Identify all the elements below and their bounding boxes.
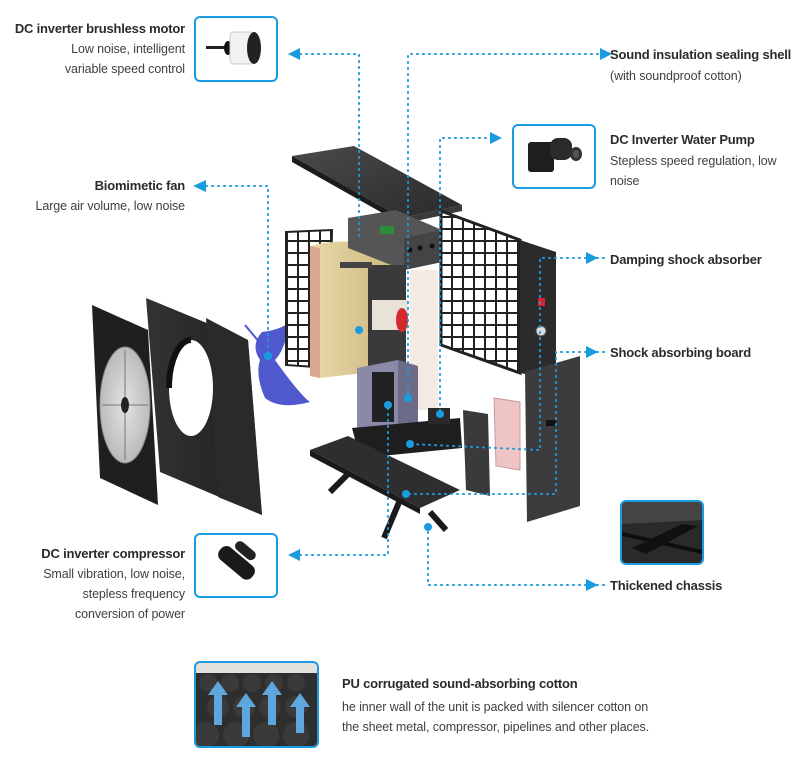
arrow-fan [193, 180, 206, 192]
callout-pump: DC Inverter Water Pump Stepless speed re… [610, 131, 805, 191]
brushless-motor-image [206, 31, 261, 65]
cotton-desc-line-2: the sheet metal, compressor, pipelines a… [342, 720, 650, 734]
top-cover [292, 146, 462, 224]
shell-title: Sound insulation sealing shell [610, 47, 792, 62]
compressor-thumbnail [194, 533, 278, 598]
front-panel [146, 298, 262, 515]
callout-motor: DC inverter brushless motor Low noise, i… [0, 20, 185, 79]
compressor-desc-line-2: stepless frequency [82, 587, 186, 601]
chassis-detail-thumbnail [620, 500, 704, 565]
arrow-motor [288, 48, 300, 60]
compressor-desc-line-1: Small vibration, low noise, [43, 567, 185, 581]
cotton-title: PU corrugated sound-absorbing cotton [342, 676, 578, 691]
arrow-chassis [586, 579, 598, 591]
arrow-board [586, 346, 598, 358]
motor-desc-line-2: variable speed control [64, 62, 185, 76]
arrow-compressor [288, 549, 300, 561]
fan-title: Biomimetic fan [94, 178, 186, 193]
water-pump-image [528, 138, 582, 172]
chassis-detail-image [622, 502, 702, 563]
connector-lines [205, 53, 605, 586]
damper-title: Damping shock absorber [610, 252, 762, 267]
board-title: Shock absorbing board [610, 345, 751, 360]
electrical-box [348, 210, 442, 270]
right-grid-door [439, 208, 556, 380]
connector-shell [407, 53, 605, 401]
compressor-image [218, 541, 256, 580]
callout-cotton: PU corrugated sound-absorbing cotton he … [342, 675, 802, 737]
foam-cotton-thumbnail [194, 661, 319, 748]
connector-dots [264, 326, 444, 531]
cotton-desc-line-1: he inner wall of the unit is packed with… [342, 700, 649, 714]
connector-arrows [193, 48, 612, 591]
connector-pump [439, 137, 499, 421]
brushless-motor-thumbnail [194, 16, 278, 82]
callout-damper: Damping shock absorber [610, 251, 805, 268]
internal-frame [340, 262, 462, 458]
connector-board [405, 351, 605, 495]
upward-arrows-icon [208, 681, 310, 737]
bottom-chassis [310, 436, 460, 540]
motor-title: DC inverter brushless motor [14, 21, 185, 36]
callout-shell: Sound insulation sealing shell (with sou… [610, 46, 805, 86]
connector-fan [205, 185, 269, 359]
connector-motor [299, 53, 360, 241]
arrow-damper [586, 252, 598, 264]
arrow-pump [490, 132, 502, 144]
foam-cotton-image [196, 663, 317, 746]
front-grille-panel [92, 305, 158, 505]
callout-compressor: DC inverter compressor Small vibration, … [0, 545, 185, 624]
pump-desc-line-1: Stepless speed regulation, low [610, 154, 777, 168]
biomimetic-fan [244, 322, 310, 406]
callout-fan: Biomimetic fan Large air volume, low noi… [0, 177, 186, 216]
side-panels [463, 356, 580, 522]
callout-chassis: Thickened chassis [610, 577, 805, 594]
fan-desc-line-1: Large air volume, low noise [35, 199, 186, 213]
pump-desc-line-2: noise [610, 174, 640, 188]
pump-title: DC Inverter Water Pump [610, 132, 755, 147]
connector-compressor [299, 404, 389, 556]
water-pump-thumbnail [512, 124, 596, 189]
connector-damper [409, 257, 605, 452]
shell-desc-line-1: (with soundproof cotton) [610, 69, 742, 83]
compressor-desc-line-3: conversion of power [75, 607, 185, 621]
chassis-title: Thickened chassis [610, 578, 723, 593]
connector-chassis [427, 526, 605, 586]
compressor-title: DC inverter compressor [41, 546, 185, 561]
motor-desc-line-1: Low noise, intelligent [71, 42, 185, 56]
callout-board: Shock absorbing board [610, 344, 805, 361]
arrow-shell [600, 48, 612, 60]
